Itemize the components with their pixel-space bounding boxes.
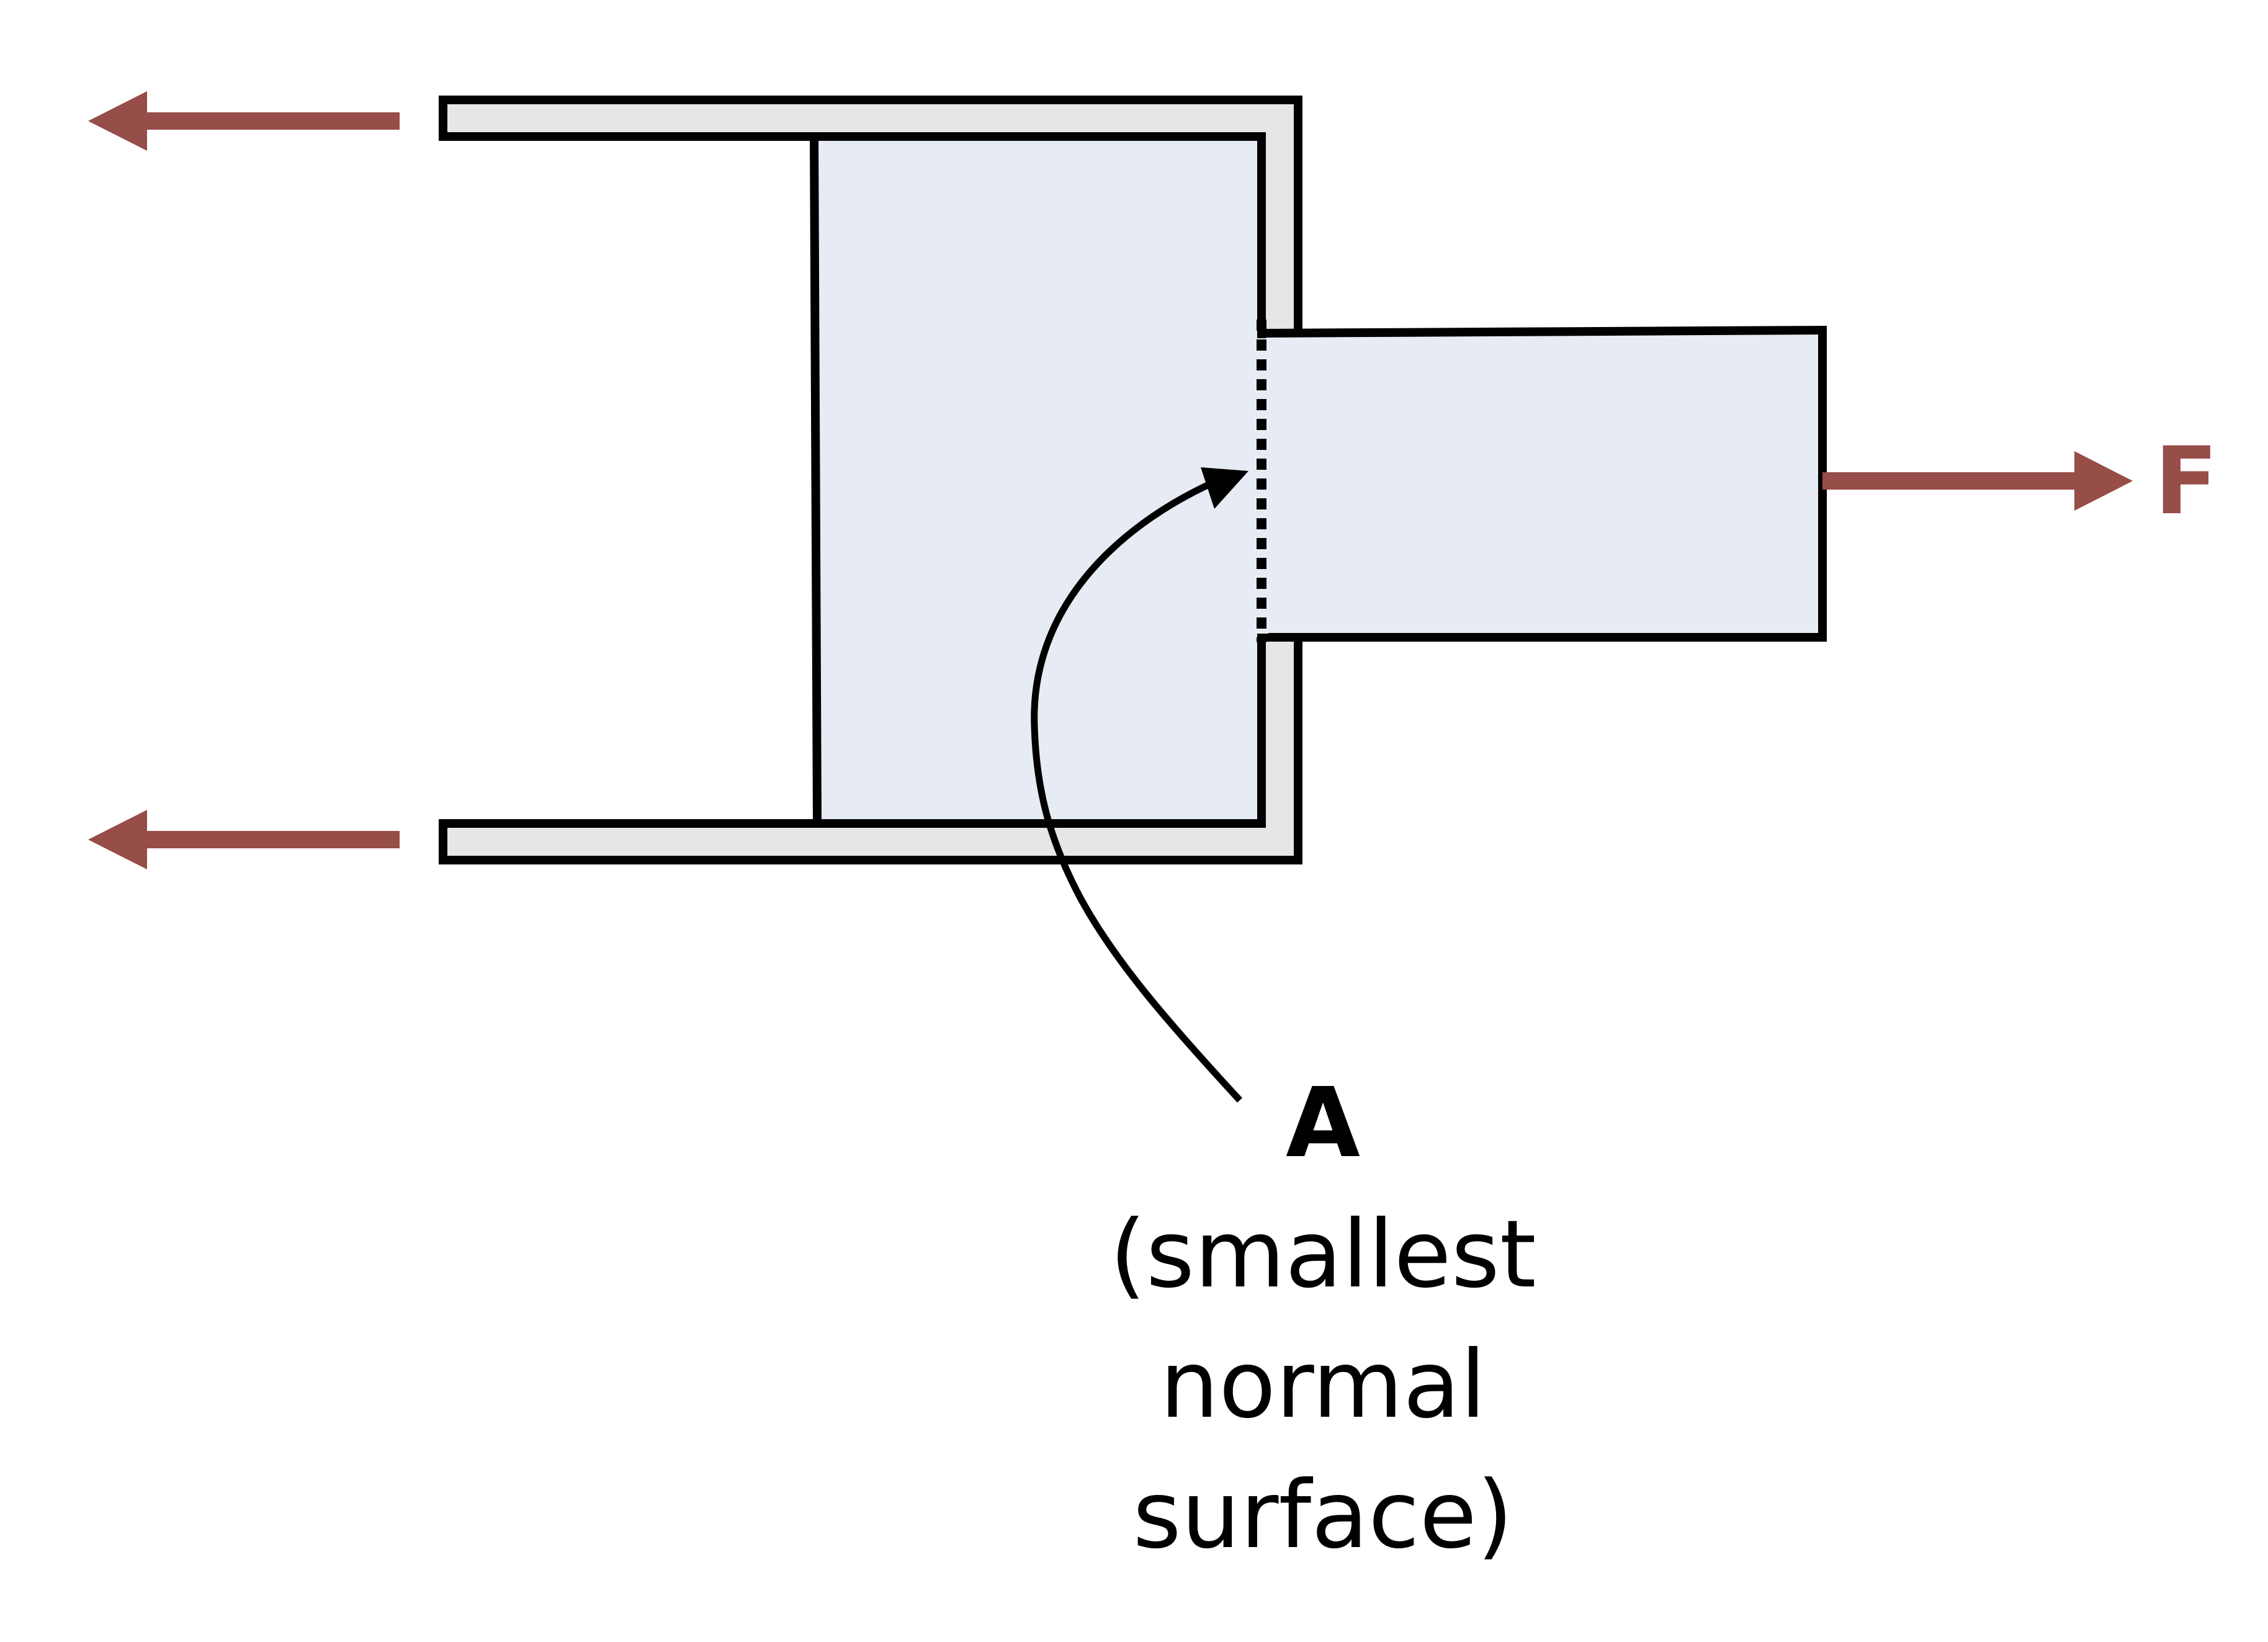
leader-line <box>1031 481 1243 1103</box>
force-label: F <box>2154 428 2218 536</box>
inner-block <box>809 132 1266 828</box>
reaction-arrow-bottom <box>88 810 400 869</box>
pulled-rod <box>1257 325 1827 642</box>
force-arrow <box>1822 451 2133 511</box>
reaction-arrow-top <box>88 91 400 151</box>
surface-description-line-3: surface) <box>1133 1461 1513 1569</box>
surface-label: A <box>1286 1067 1360 1179</box>
leader-arrowhead <box>1201 467 1248 509</box>
surface-description-line-2: normal <box>1160 1331 1486 1439</box>
surface-description-line-1: (smallest <box>1109 1201 1536 1309</box>
